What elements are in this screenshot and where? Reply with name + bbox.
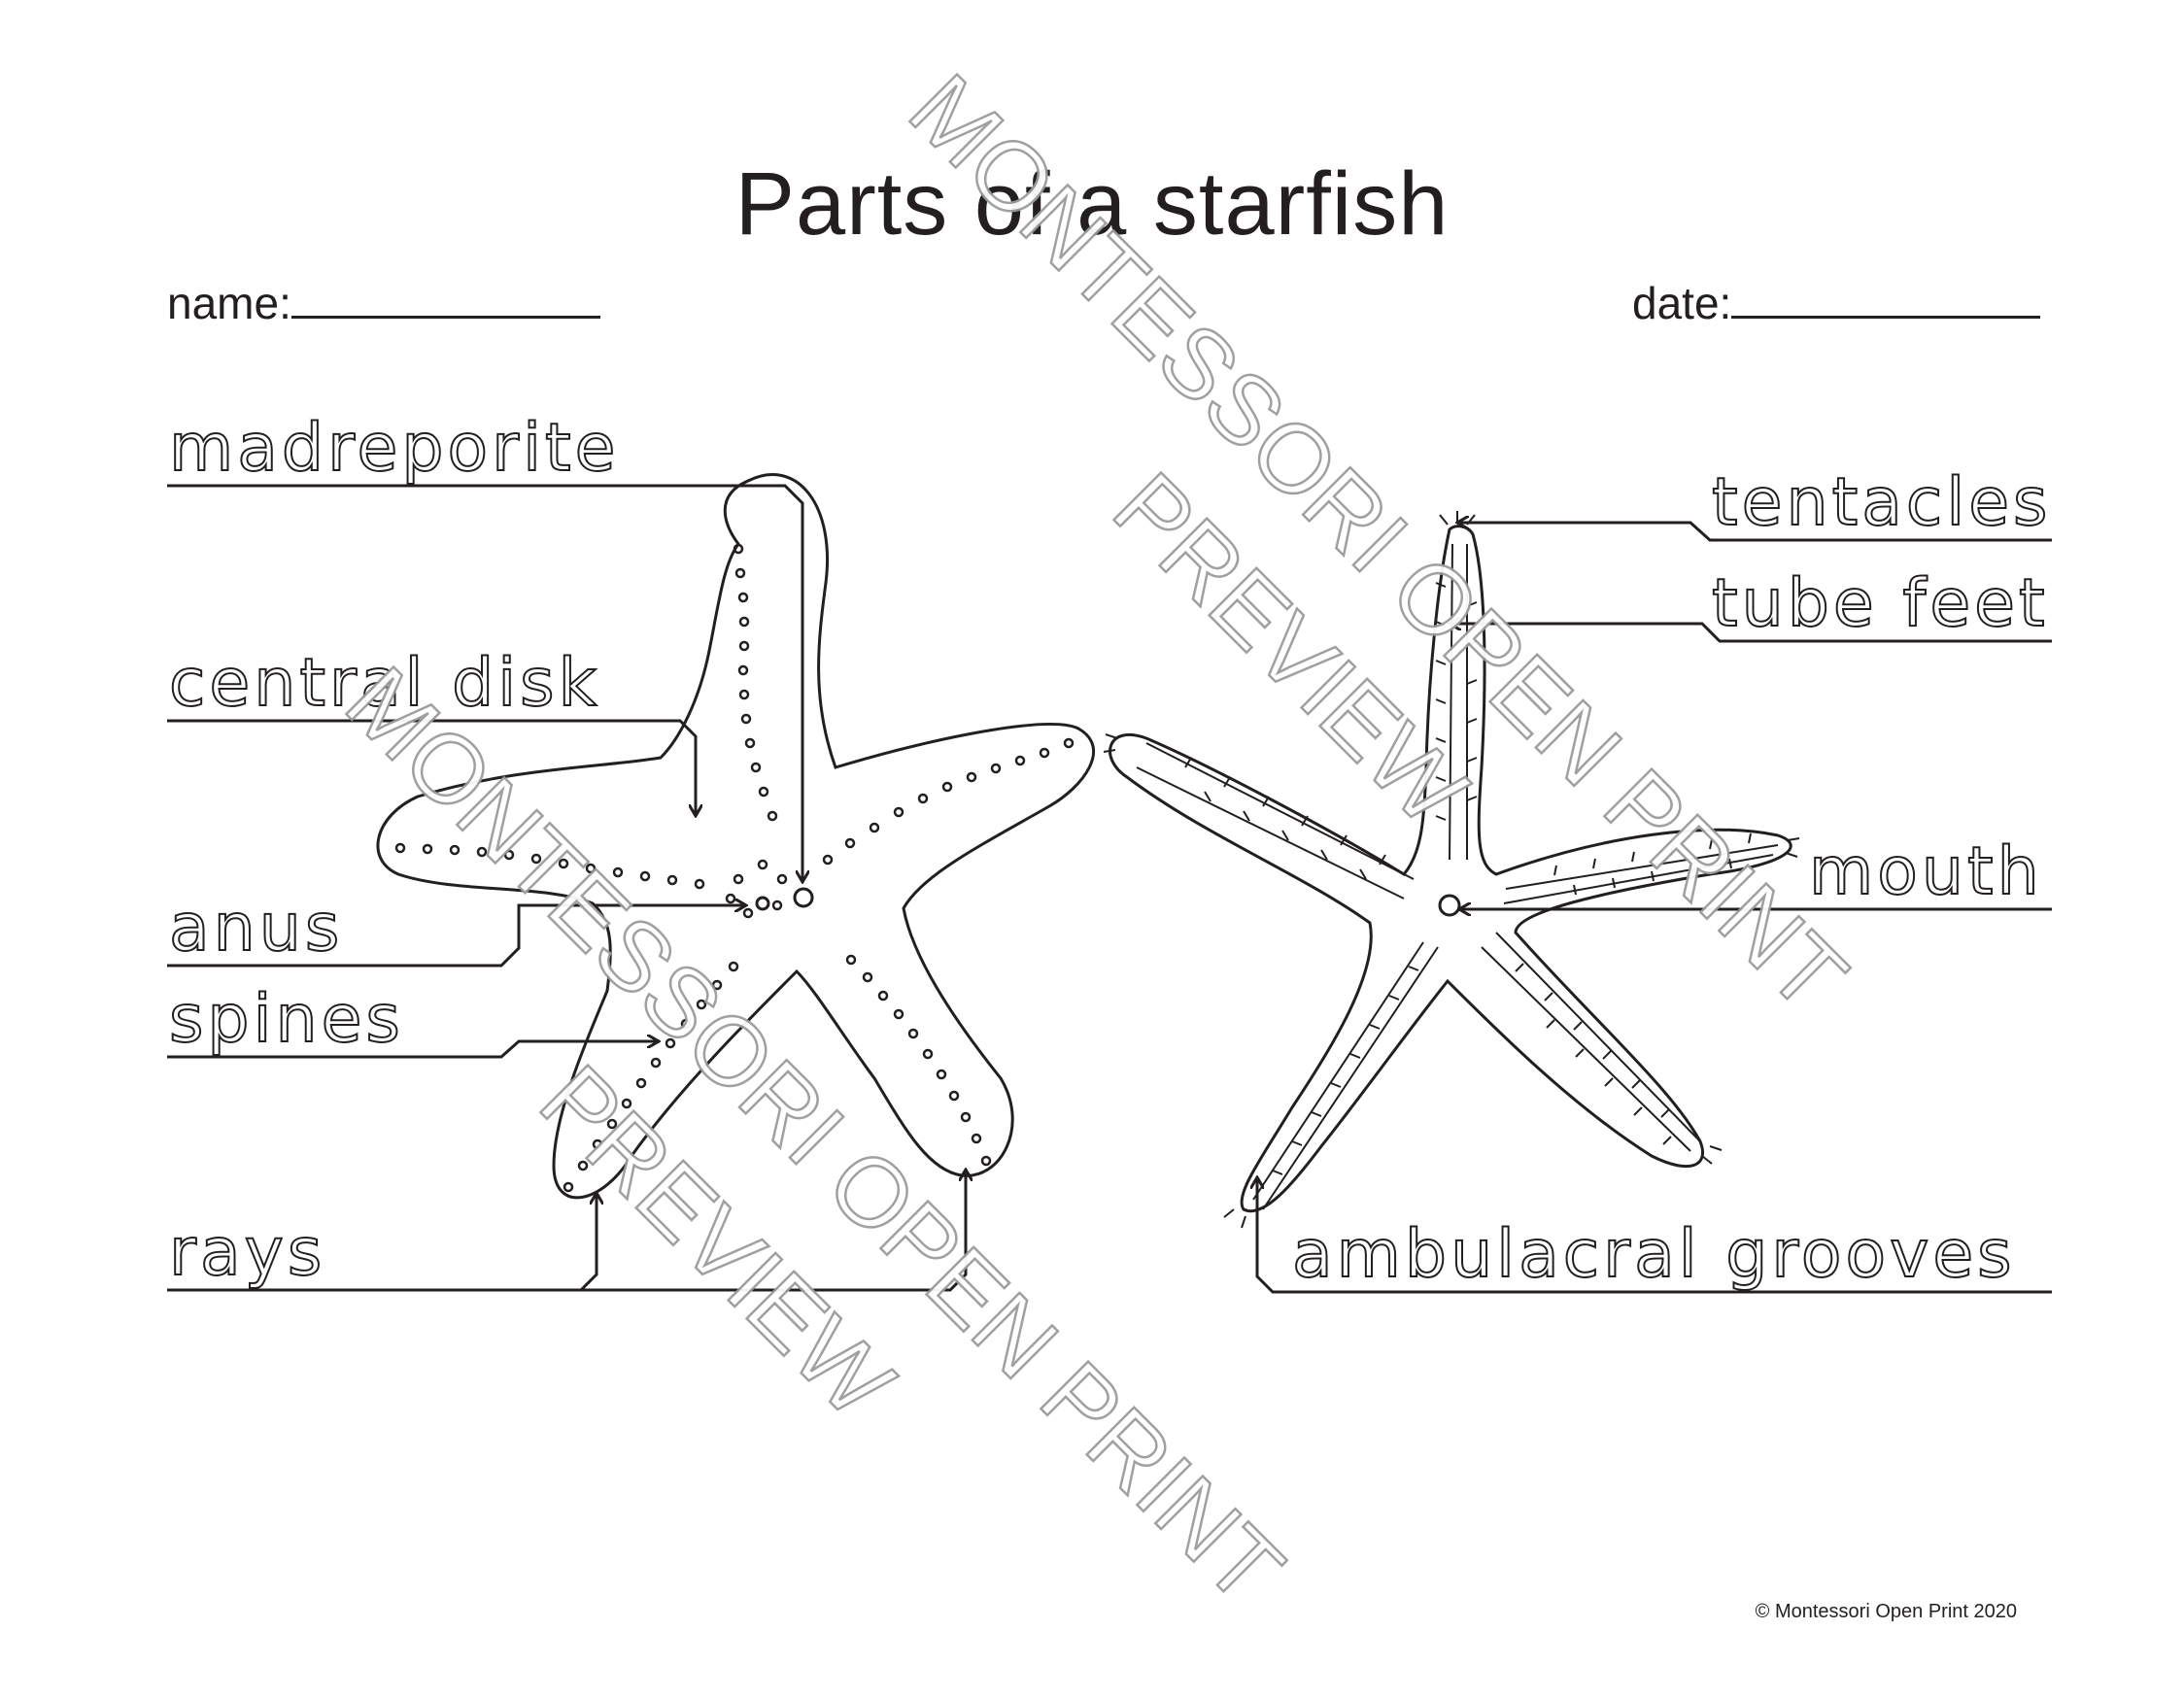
- page-title: Parts of a starfish: [734, 154, 1450, 254]
- label-baselines: [167, 484, 2052, 1294]
- starfish-top-outline: [376, 473, 1096, 1200]
- label-mouth: mouth: [1808, 833, 2043, 910]
- date-blank-line[interactable]: [1731, 277, 2041, 319]
- label-rays: rays: [168, 1214, 326, 1291]
- label-ambulacral-grooves: ambulacral grooves: [1291, 1216, 2016, 1293]
- date-label: date:: [1632, 278, 1732, 328]
- copyright-notice: © Montessori Open Print 2020: [1755, 1601, 2017, 1622]
- rays-leader-right: [581, 1172, 966, 1292]
- label-tentacles: tentacles: [1711, 464, 2052, 541]
- spine-dots: [394, 543, 1075, 1193]
- starfish-bottom-outline: [1109, 525, 1792, 1213]
- label-tube-feet: tube feet: [1711, 565, 2049, 642]
- name-label: name:: [167, 278, 291, 328]
- name-blank-line[interactable]: [290, 277, 600, 319]
- label-central-disk: central disk: [168, 645, 600, 722]
- madreporite-circle: [793, 887, 814, 908]
- rays-leader-left: [167, 1195, 597, 1292]
- date-field[interactable]: date:: [1632, 277, 2041, 329]
- label-madreporite: madreporite: [168, 410, 620, 487]
- tube-feet-marks: [1184, 582, 1752, 1175]
- name-field[interactable]: name:: [167, 277, 600, 329]
- starfish-top-view: [376, 473, 1096, 1200]
- anus-circle: [755, 896, 770, 911]
- mouth-circle: [1438, 894, 1461, 917]
- anus-leader: [167, 905, 744, 968]
- label-spines: spines: [168, 981, 404, 1058]
- label-anus: anus: [168, 890, 344, 967]
